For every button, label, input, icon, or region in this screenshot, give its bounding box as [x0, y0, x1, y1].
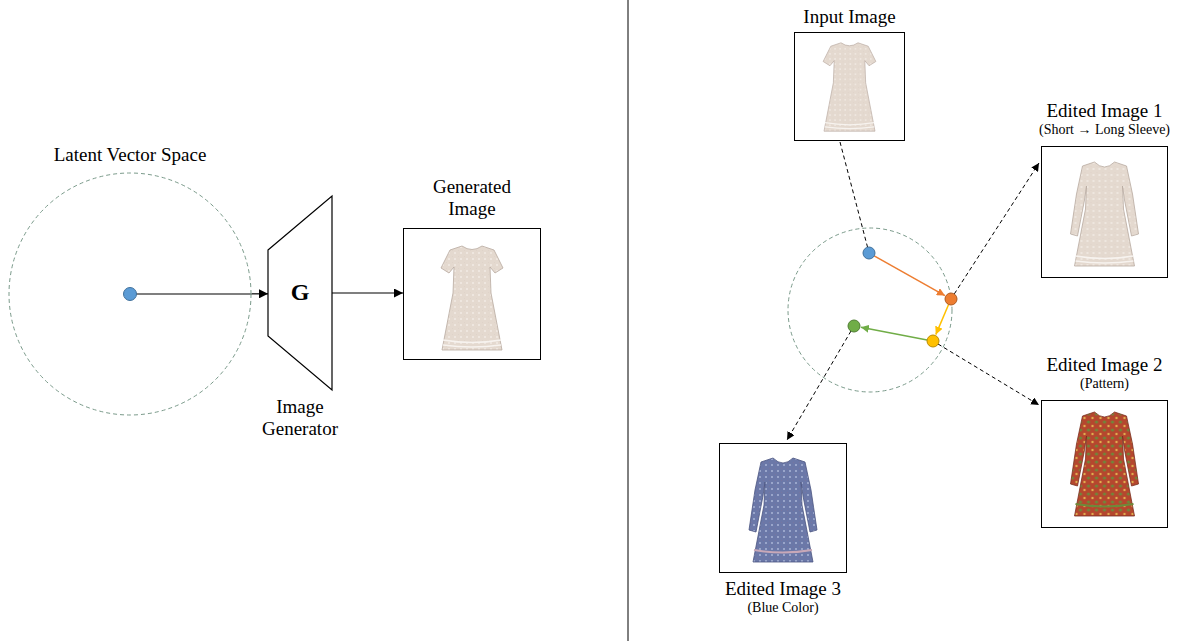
- image-heading: Input Image: [803, 6, 895, 28]
- latent-point: [124, 288, 137, 301]
- divider-line: [628, 0, 629, 641]
- image-box: Edited Image 2(Pattern): [1041, 354, 1168, 528]
- edit-description: (Pattern): [1080, 376, 1129, 392]
- image-box-outline: [794, 32, 905, 141]
- image-box-outline: [1041, 400, 1168, 528]
- image-box: Generated Image: [403, 176, 541, 360]
- latent-point: [863, 247, 875, 259]
- projection-arrow: [787, 331, 851, 440]
- edit-description: (Short → Long Sleeve): [1039, 122, 1170, 138]
- edit-description: (Blue Color): [747, 600, 818, 616]
- dress-picture: [441, 246, 503, 350]
- latent-space-circle: [9, 173, 251, 415]
- generator-block-outline: G: [268, 196, 332, 390]
- generator-block: G Image Generator: [250, 196, 350, 440]
- image-heading: Generated Image: [417, 176, 527, 220]
- flow-arrow: [252, 293, 268, 294]
- image-box-outline: [719, 443, 847, 573]
- image-heading: Edited Image 1: [1046, 100, 1162, 122]
- image-heading: Edited Image 2: [1046, 354, 1162, 376]
- latent-point: [848, 320, 860, 332]
- flow-arrow: [332, 292, 403, 293]
- edit-arrow: [936, 305, 949, 335]
- projection-arrow: [954, 163, 1039, 294]
- generator-label: Image Generator: [250, 396, 350, 440]
- edit-arrow: [861, 327, 927, 340]
- space-label: Latent Vector Space: [54, 144, 207, 166]
- dress-picture: [1071, 162, 1139, 266]
- circle-shape: [8, 172, 252, 416]
- image-box: Input Image: [794, 6, 905, 141]
- generator-symbol: G: [291, 279, 310, 307]
- dress-picture: [823, 43, 876, 131]
- image-box: Edited Image 1(Short → Long Sleeve): [1039, 100, 1170, 278]
- image-box: Edited Image 3(Blue Color): [719, 443, 847, 616]
- image-box-outline: [403, 228, 541, 360]
- projection-arrow: [938, 344, 1039, 405]
- generator-trapezoid: [268, 196, 332, 390]
- latent-point: [927, 335, 939, 347]
- projection-line: [840, 142, 868, 247]
- latent-space-circle: [788, 228, 952, 392]
- latent-point: [945, 293, 957, 305]
- image-box-outline: [1041, 146, 1168, 278]
- latent-space-outline: [8, 172, 252, 416]
- latent-leader: [130, 293, 252, 294]
- edit-arrow: [874, 256, 945, 296]
- dress-picture: [1071, 412, 1139, 516]
- dress-picture: [749, 458, 817, 562]
- image-heading: Edited Image 3: [725, 578, 841, 600]
- latent-space: Latent Vector Space: [8, 144, 252, 416]
